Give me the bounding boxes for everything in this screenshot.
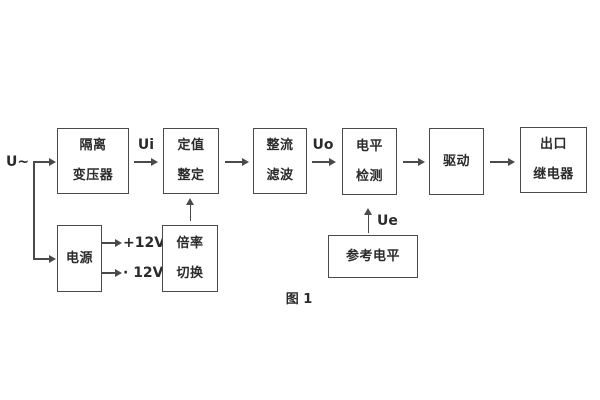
block-value-setting: 定值 整定 <box>163 128 219 194</box>
input-connector-line <box>33 161 51 163</box>
block-power-supply-label: 电源 <box>65 250 93 266</box>
connector-rectifier-to-level <box>312 161 330 163</box>
arrowhead-rectifier-to-level-icon <box>329 157 336 166</box>
connector-power-minus12v <box>102 272 116 274</box>
block-output-relay-label: 出口 继电器 <box>533 137 574 182</box>
connector-reference-to-level <box>367 214 369 233</box>
plus-12v-label: +12V <box>123 235 166 251</box>
figure-caption: 图 1 <box>285 292 313 307</box>
block-level-detection-label: 电平 检测 <box>355 138 383 184</box>
minus-12v-label: · 12V <box>123 265 164 281</box>
connector-drive-to-relay <box>490 161 509 163</box>
block-isolation-transformer: 隔离 变压器 <box>57 128 129 194</box>
connector-isolation-to-setting <box>134 161 152 163</box>
input-signal-label: U~ <box>6 154 30 170</box>
block-drive-label: 驱动 <box>442 153 470 169</box>
connector-level-to-drive <box>403 161 419 163</box>
block-reference-level: 参考电平 <box>328 235 418 278</box>
arrowhead-reference-to-level-icon <box>364 208 372 215</box>
block-drive: 驱动 <box>429 128 484 195</box>
input-arrowhead-icon <box>49 157 56 166</box>
block-level-detection: 电平 检测 <box>342 128 397 195</box>
block-ratio-switch: 倍率 切换 <box>162 225 218 292</box>
block-value-setting-label: 定值 整定 <box>177 138 205 183</box>
block-reference-level-label: 参考电平 <box>345 248 400 264</box>
ui-signal-label: Ui <box>137 137 155 153</box>
uo-signal-label: Uo <box>312 137 334 153</box>
arrowhead-ratio-to-setting-icon <box>186 198 194 205</box>
block-rectifier-filter-label: 整流 滤波 <box>266 138 294 183</box>
arrowhead-level-to-drive-icon <box>418 157 425 166</box>
block-output-relay: 出口 继电器 <box>520 127 587 193</box>
arrowhead-drive-to-relay-icon <box>508 157 515 166</box>
connector-ratio-to-setting <box>189 204 191 221</box>
power-input-arrowhead-icon <box>49 254 56 263</box>
arrowhead-power-plus12v-icon <box>115 238 122 247</box>
block-power-supply: 电源 <box>57 225 102 292</box>
input-branch-line <box>33 161 35 259</box>
ue-signal-label: Ue <box>377 213 398 229</box>
connector-setting-to-rectifier <box>225 161 243 163</box>
connector-power-plus12v <box>102 242 116 244</box>
block-isolation-transformer-label: 隔离 变压器 <box>72 138 114 183</box>
arrowhead-power-minus12v-icon <box>115 268 122 277</box>
block-ratio-switch-label: 倍率 切换 <box>176 235 204 281</box>
block-rectifier-filter: 整流 滤波 <box>253 128 307 194</box>
arrowhead-isolation-to-setting-icon <box>151 157 158 166</box>
power-input-connector-line <box>33 258 51 260</box>
arrowhead-setting-to-rectifier-icon <box>242 157 249 166</box>
